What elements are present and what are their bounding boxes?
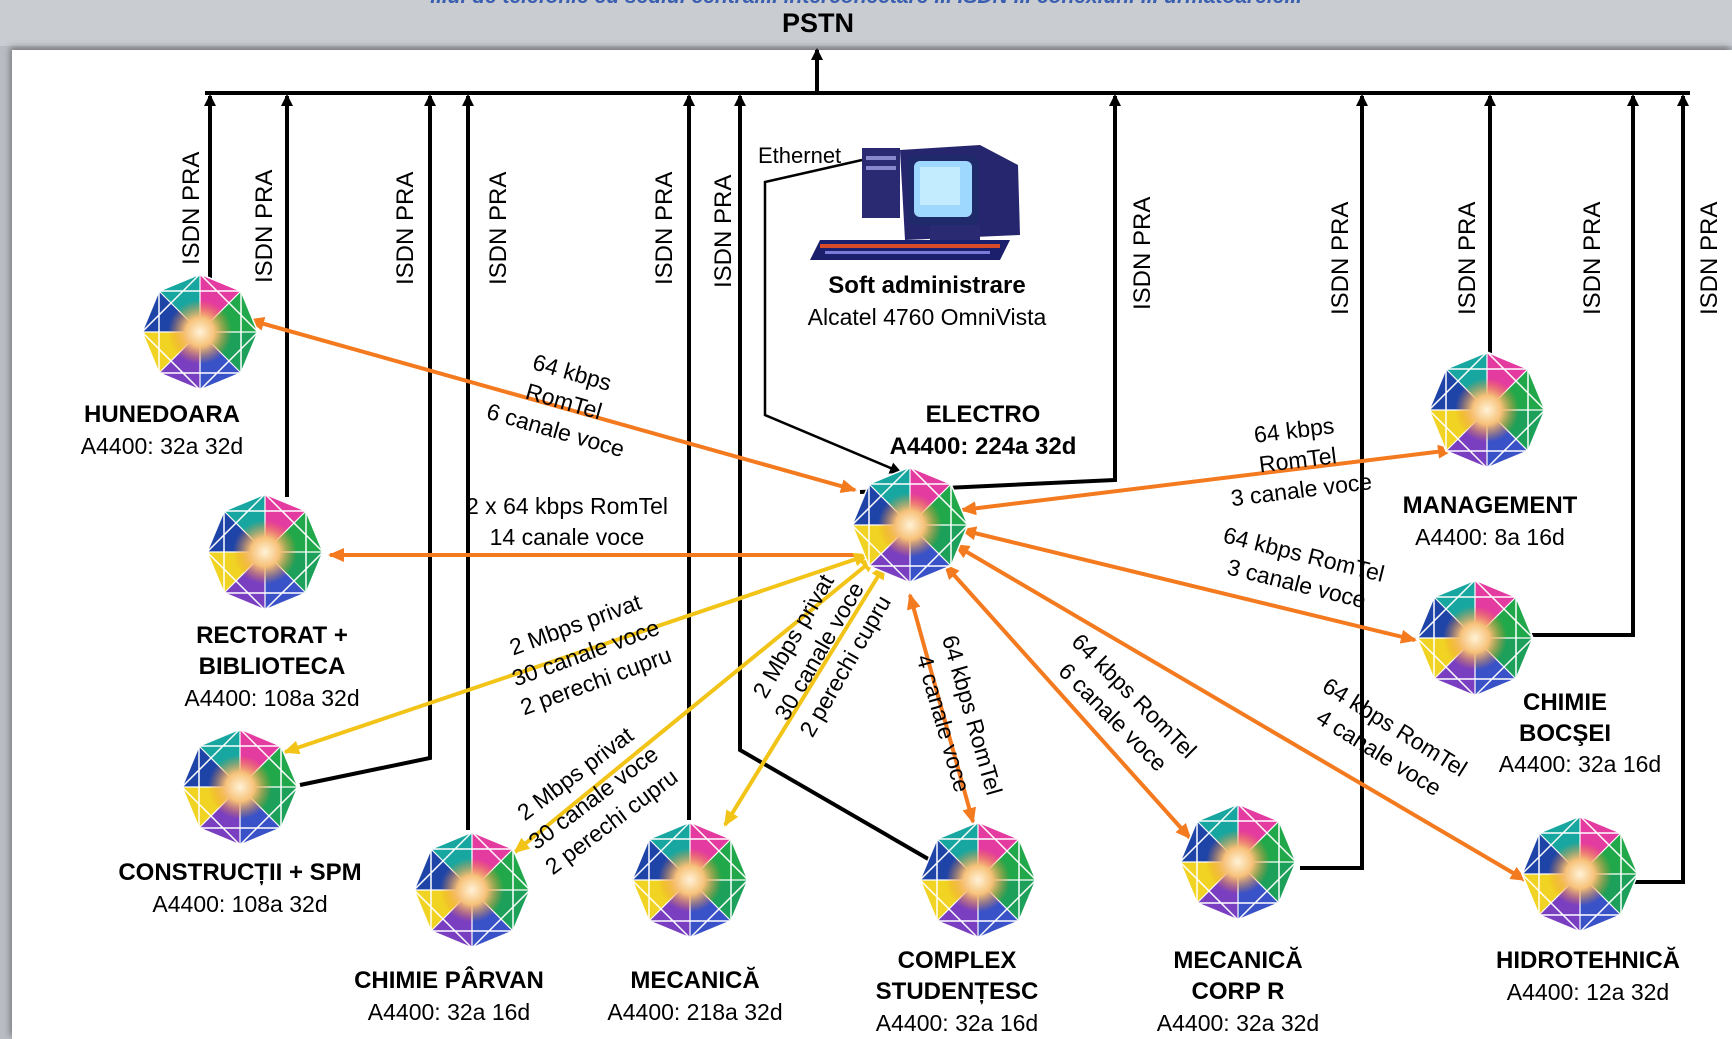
node-hidrotehnica: HIDROTEHNICĂ A4400: 12a 32d bbox=[1496, 815, 1680, 1005]
node-name: BOCŞEI bbox=[1519, 720, 1611, 747]
node-name: HIDROTEHNICĂ bbox=[1496, 946, 1680, 974]
link-label-line: 14 canale voce bbox=[490, 524, 645, 550]
isdn-label: ISDN PRA bbox=[1327, 202, 1354, 315]
node-name: ELECTRO bbox=[926, 401, 1041, 428]
admin-workstation: Ethernet Soft administrare Alcatel 4760 … bbox=[758, 143, 1047, 330]
pabx-icon bbox=[1416, 579, 1534, 697]
node-management: MANAGEMENT A4400: 8a 16d bbox=[1403, 351, 1578, 550]
isdn-label: ISDN PRA bbox=[1696, 202, 1723, 315]
node-chimie-parvan: CHIMIE PÂRVAN A4400: 32a 16d bbox=[354, 831, 544, 1025]
link-label-management: 64 kbps RomTel 3 canale voce bbox=[1229, 412, 1373, 511]
node-rectorat: RECTORAT + BIBLIOTECA A4400: 108a 32d bbox=[184, 493, 360, 711]
pabx-icon bbox=[919, 821, 1037, 939]
node-model: A4400: 108a 32d bbox=[184, 685, 359, 711]
pabx-icon bbox=[851, 466, 969, 584]
pabx-icon bbox=[631, 821, 749, 939]
link-label-hidrotehnica: 64 kbps RomTel 4 canale voce bbox=[1312, 672, 1472, 801]
isdn-label: ISDN PRA bbox=[651, 172, 678, 285]
node-model: A4400: 32a 32d bbox=[1157, 1010, 1319, 1036]
isdn-label: ISDN PRA bbox=[1454, 202, 1481, 315]
isdn-label: ISDN PRA bbox=[710, 175, 737, 288]
node-name: MANAGEMENT bbox=[1403, 492, 1578, 519]
link-label-hunedoara: 64 kbps RomTel 6 canale voce bbox=[484, 349, 628, 462]
pabx-icon bbox=[206, 493, 324, 611]
link-label-line: 2 x 64 kbps RomTel bbox=[466, 493, 668, 519]
pabx-icon bbox=[181, 728, 299, 846]
isdn-label: ISDN PRA bbox=[178, 152, 205, 265]
node-name: RECTORAT + bbox=[196, 622, 348, 649]
romtel-links bbox=[248, 317, 1527, 882]
node-model: A4400: 32a 16d bbox=[1499, 751, 1661, 777]
pstn-label: PSTN bbox=[782, 8, 854, 38]
top-banner: ...ul de telefonie cu sediul central... … bbox=[0, 0, 1732, 46]
node-chimie-bocsei: CHIMIE BOCŞEI A4400: 32a 16d bbox=[1416, 579, 1661, 777]
isdn-label: ISDN PRA bbox=[1579, 202, 1606, 315]
node-model: A4400: 218a 32d bbox=[607, 999, 782, 1025]
node-name: STUDENȚESC bbox=[876, 978, 1039, 1005]
node-name: CHIMIE bbox=[1523, 689, 1607, 716]
node-model: A4400: 108a 32d bbox=[152, 891, 327, 917]
node-name: CORP R bbox=[1192, 978, 1285, 1005]
computer-icon bbox=[810, 145, 1020, 260]
isdn-labels: ISDN PRA ISDN PRA ISDN PRA ISDN PRA ISDN… bbox=[178, 152, 1723, 315]
node-model: A4400: 32a 16d bbox=[368, 999, 530, 1025]
isdn-label: ISDN PRA bbox=[1129, 197, 1156, 310]
link-label-complex: 64 kbps RomTel 4 canale voce bbox=[911, 632, 1007, 798]
node-model: A4400: 224a 32d bbox=[890, 433, 1077, 460]
pabx-icon bbox=[413, 831, 531, 949]
node-name: CHIMIE PÂRVAN bbox=[354, 966, 544, 994]
link-label-line: RomTel bbox=[1257, 442, 1338, 477]
link-label-line: 64 kbps bbox=[1252, 412, 1335, 448]
node-complex-studentesc: COMPLEX STUDENȚESC A4400: 32a 16d bbox=[876, 821, 1039, 1036]
node-model: A4400: 32a 16d bbox=[876, 1010, 1038, 1036]
node-name: MECANICĂ bbox=[1173, 946, 1302, 974]
private-links bbox=[283, 552, 887, 854]
pabx-icon bbox=[1521, 815, 1639, 933]
node-name: COMPLEX bbox=[898, 947, 1017, 974]
node-name: HUNEDOARA bbox=[84, 401, 240, 428]
admin-title: Soft administrare bbox=[828, 272, 1025, 299]
node-model: A4400: 32a 32d bbox=[81, 433, 243, 459]
isdn-label: ISDN PRA bbox=[485, 172, 512, 285]
node-hunedoara: HUNEDOARA A4400: 32a 32d bbox=[81, 273, 259, 459]
link-label-rectorat: 2 x 64 kbps RomTel 14 canale voce bbox=[466, 493, 668, 550]
node-name: BIBLIOTECA bbox=[199, 653, 346, 680]
pabx-icon bbox=[1428, 351, 1546, 469]
admin-subtitle: Alcatel 4760 OmniVista bbox=[808, 304, 1047, 330]
pabx-icon bbox=[1179, 803, 1297, 921]
pabx-icon bbox=[141, 273, 259, 391]
ethernet-label: Ethernet bbox=[758, 143, 841, 168]
node-mecanica-corp-r: MECANICĂ CORP R A4400: 32a 32d bbox=[1157, 803, 1319, 1036]
node-name: MECANICĂ bbox=[630, 966, 759, 994]
node-mecanica: MECANICĂ A4400: 218a 32d bbox=[607, 821, 783, 1025]
node-model: A4400: 8a 16d bbox=[1415, 524, 1565, 550]
isdn-label: ISDN PRA bbox=[251, 170, 278, 283]
node-constructii: CONSTRUCȚII + SPM A4400: 108a 32d bbox=[118, 728, 362, 917]
link-label-constructii: 2 Mbps privat 30 canale voce 2 perechi c… bbox=[506, 588, 675, 720]
header-text: ...ul de telefonie cu sediul central... … bbox=[0, 0, 1732, 9]
node-model: A4400: 12a 32d bbox=[1507, 979, 1669, 1005]
node-electro: ELECTRO A4400: 224a 32d bbox=[851, 401, 1077, 584]
node-name: CONSTRUCȚII + SPM bbox=[118, 859, 361, 886]
isdn-label: ISDN PRA bbox=[392, 172, 419, 285]
